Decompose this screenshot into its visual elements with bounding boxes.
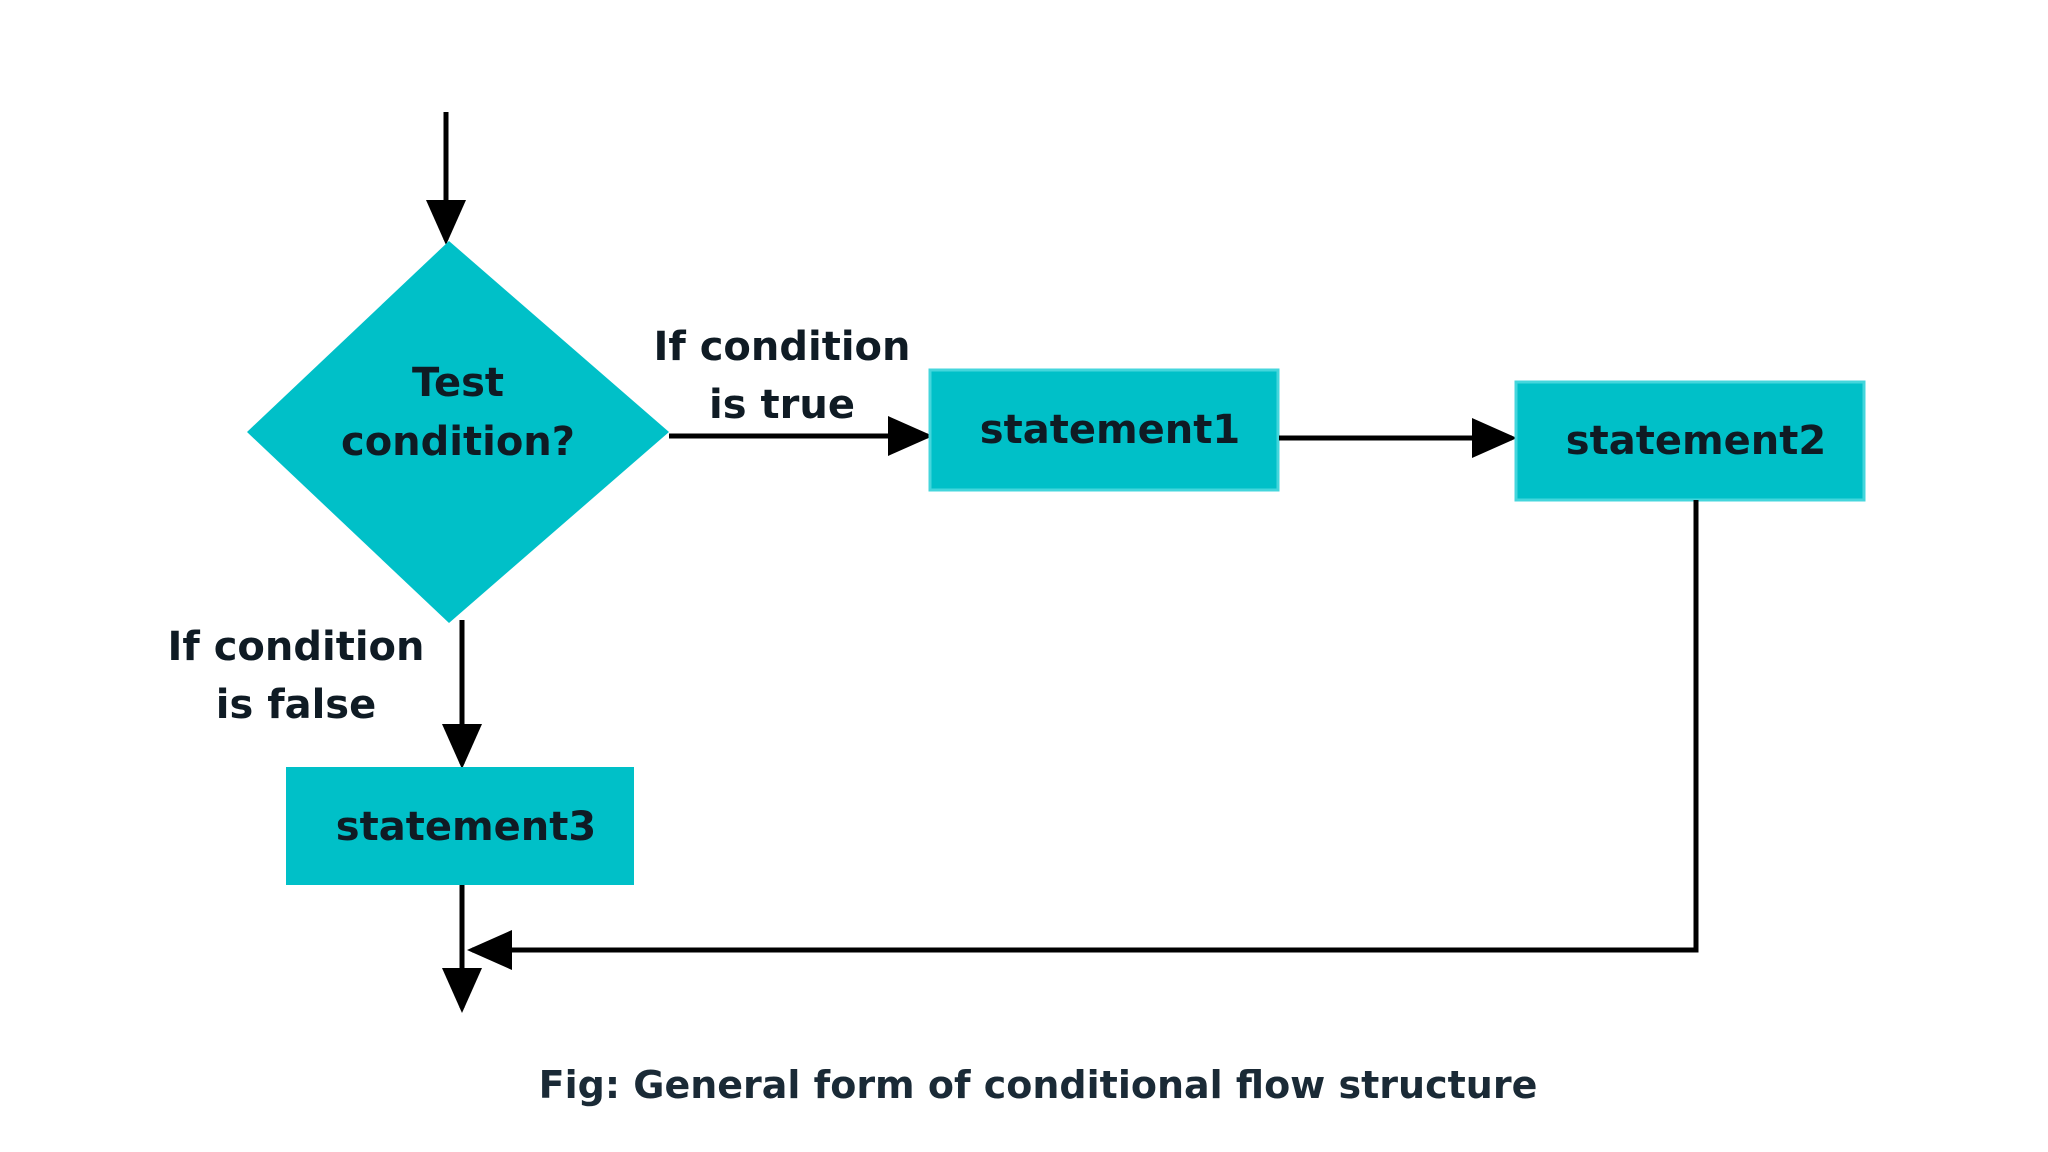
statement1-text: statement1 xyxy=(980,407,1240,453)
decision-diamond xyxy=(247,241,669,623)
statement3-text: statement3 xyxy=(336,804,596,850)
statement2-box xyxy=(1514,380,1866,502)
false-label-line1: If condition xyxy=(167,624,424,670)
decision-line2: condition? xyxy=(341,419,575,465)
true-label-line1: If condition xyxy=(653,324,910,370)
statement2-text: statement2 xyxy=(1566,418,1826,464)
statement2-merge-path xyxy=(467,500,1699,970)
decision-line1: Test xyxy=(412,360,504,406)
statement3-box xyxy=(286,767,634,885)
true-label-line2: is true xyxy=(709,382,855,428)
statement1-box xyxy=(928,368,1280,492)
figure-caption: Fig: General form of conditional flow st… xyxy=(539,1063,1538,1107)
false-label-line2: is false xyxy=(216,682,377,728)
